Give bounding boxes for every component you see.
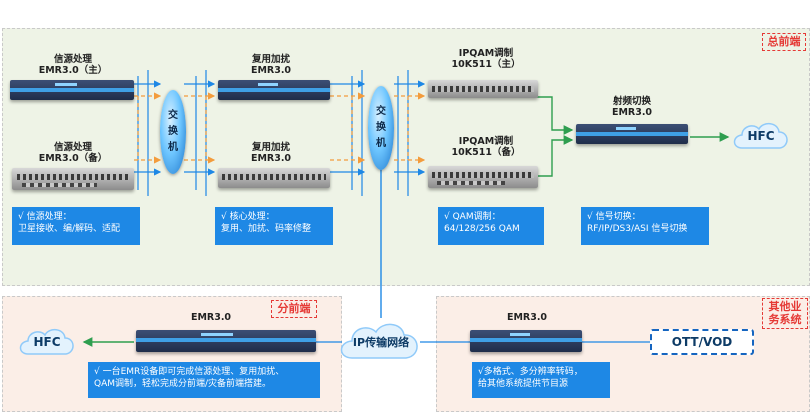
ip-network-cloud (340, 323, 418, 359)
branch-emr-label: EMR3.0 (190, 312, 232, 323)
info-core-line1: √ 核心处理： (221, 212, 275, 222)
headend-tag-text: 总前端 (767, 35, 801, 48)
ott-vod-box: OTT/VOD (650, 329, 754, 355)
source-backup-device (12, 168, 134, 190)
other-emr-label: EMR3.0 (506, 312, 548, 323)
ipqam-main-line1: IPQAM调制 (458, 48, 514, 59)
hfc-top-label: HFC (747, 129, 775, 143)
ipqam-backup-device (428, 166, 538, 188)
switch-1-char1: 交 (168, 110, 178, 121)
source-main-label: 信源处理 EMR3.0（主） (28, 54, 118, 76)
hfc-bottom-cloud (19, 329, 74, 355)
ip-network-label: IP传输网络 (352, 336, 410, 349)
hfc-top-cloud (733, 123, 788, 149)
source-main-device (10, 80, 134, 100)
info-box-other: √多格式、多分辨率转码， 给其他系统提供节目源 (472, 362, 610, 398)
rf-switch-label: 射频切换 EMR3.0 (590, 96, 674, 118)
switch-1: 交 换 机 (160, 90, 186, 174)
ipqam-backup-line2: 10K511（备） (451, 147, 521, 158)
source-backup-line2: EMR3.0（备） (38, 153, 108, 164)
info-qam-line1: √ QAM调制： (444, 212, 501, 222)
info-source-line2: 卫星接收、编/解码、适配 (18, 224, 121, 234)
mux-main-line2: EMR3.0 (250, 65, 292, 76)
info-branch-line2: QAM调制，轻松完成分前端/灾备前端搭建。 (94, 379, 272, 389)
mux-main-label: 复用加扰 EMR3.0 (226, 54, 316, 76)
rf-switch-device (576, 124, 688, 144)
other-systems-tag-line2: 务系统 (768, 313, 802, 326)
ipqam-main-device (428, 80, 538, 98)
switch-2-char3: 机 (376, 138, 386, 149)
mux-main-device (218, 80, 330, 100)
info-source-line1: √ 信源处理： (18, 212, 72, 222)
mux-backup-line2: EMR3.0 (250, 153, 292, 164)
rf-switch-line1: 射频切换 (612, 96, 651, 107)
info-other-line1: √多格式、多分辨率转码， (478, 367, 583, 377)
source-main-line1: 信源处理 (53, 54, 92, 65)
other-emr-device (470, 330, 582, 352)
ipqam-main-label: IPQAM调制 10K511（主） (438, 48, 534, 70)
info-box-source: √ 信源处理： 卫星接收、编/解码、适配 (12, 207, 140, 245)
info-core-line2: 复用、加扰、码率修整 (221, 224, 312, 234)
switch-1-char2: 换 (168, 126, 178, 137)
source-backup-line1: 信源处理 (53, 142, 92, 153)
rf-switch-line2: EMR3.0 (611, 107, 653, 118)
branch-tag: 分前端 (271, 300, 317, 318)
source-backup-label: 信源处理 EMR3.0（备） (28, 142, 118, 164)
source-main-line2: EMR3.0（主） (38, 65, 108, 76)
ott-vod-label: OTT/VOD (671, 335, 733, 349)
info-box-core: √ 核心处理： 复用、加扰、码率修整 (215, 207, 333, 245)
ipqam-main-line2: 10K511（主） (451, 59, 521, 70)
mux-main-line1: 复用加扰 (251, 54, 290, 65)
branch-tag-text: 分前端 (277, 302, 311, 315)
mux-backup-line1: 复用加扰 (251, 142, 290, 153)
info-box-qam: √ QAM调制： 64/128/256 QAM (438, 207, 544, 245)
info-other-line2: 给其他系统提供节目源 (478, 379, 569, 389)
mux-backup-label: 复用加扰 EMR3.0 (226, 142, 316, 164)
switch-1-char3: 机 (168, 142, 178, 153)
info-signal-line1: √ 信号切换： (587, 212, 641, 222)
ipqam-backup-label: IPQAM调制 10K511（备） (438, 136, 534, 158)
other-systems-tag: 其他业 务系统 (762, 298, 808, 329)
hfc-bottom-label: HFC (33, 335, 61, 349)
branch-emr-device (136, 330, 316, 352)
ipqam-backup-line1: IPQAM调制 (458, 136, 514, 147)
switch-2-char2: 换 (376, 122, 386, 133)
other-systems-tag-line1: 其他业 (768, 300, 802, 313)
headend-tag: 总前端 (762, 33, 806, 51)
info-signal-line2: RF/IP/DS3/ASI 信号切换 (587, 224, 688, 234)
info-branch-line1: √ 一台EMR设备即可完成信源处理、复用加扰、 (94, 367, 285, 377)
switch-2: 交 换 机 (368, 86, 394, 170)
switch-2-char1: 交 (376, 106, 386, 117)
info-qam-line2: 64/128/256 QAM (444, 224, 520, 234)
mux-backup-device (218, 168, 330, 188)
info-box-signal: √ 信号切换： RF/IP/DS3/ASI 信号切换 (581, 207, 709, 245)
info-box-branch: √ 一台EMR设备即可完成信源处理、复用加扰、 QAM调制，轻松完成分前端/灾备… (88, 362, 320, 398)
